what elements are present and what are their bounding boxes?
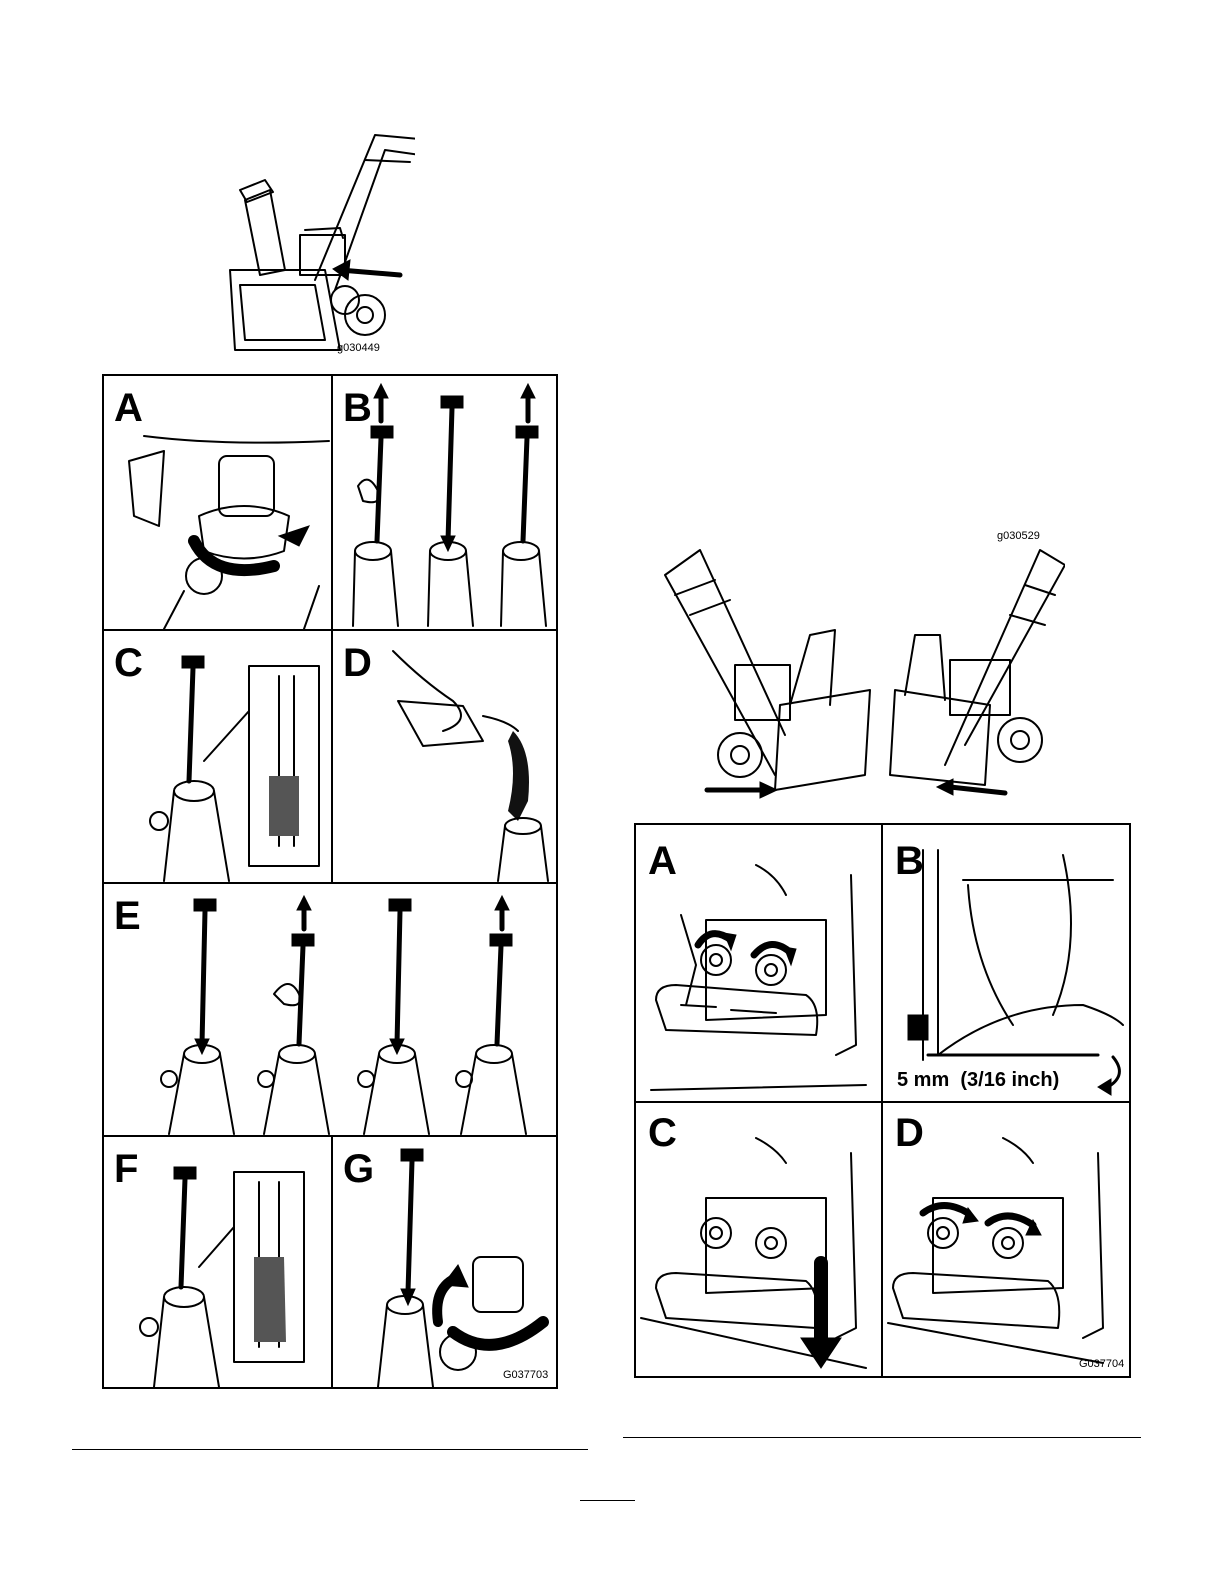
shoe-panel-d: D G037704 xyxy=(883,1103,1129,1376)
oil-check-figure: A B xyxy=(102,374,558,1389)
panel-g: G G037703 xyxy=(333,1137,556,1387)
snowblower-icon xyxy=(215,120,415,365)
panel-d: D xyxy=(333,631,556,882)
panel-a: A xyxy=(104,376,331,629)
clearance-measurement: 5 mm (3/16 inch) xyxy=(897,1069,1059,1092)
panel-e: E xyxy=(104,884,556,1135)
footer-rule-left xyxy=(72,1449,588,1450)
skid-shoe-figure: A B 5 mm (3/16 inch) C xyxy=(634,823,1131,1378)
figure-code: G037703 xyxy=(503,1369,548,1381)
shoe-panel-c: C xyxy=(636,1103,881,1376)
panel-b: B xyxy=(333,376,556,629)
panel-c: C xyxy=(104,631,331,882)
snowblower-pair-icon xyxy=(645,525,1065,810)
panel-f: F xyxy=(104,1137,331,1387)
figure-code: g030449 xyxy=(337,342,380,354)
footer-rule-right xyxy=(623,1437,1141,1438)
page-number-rule xyxy=(580,1500,635,1501)
shoe-panel-b: B 5 mm (3/16 inch) xyxy=(883,825,1129,1101)
snowblower-figure-top: g030449 xyxy=(215,120,415,365)
shoe-panel-a: A xyxy=(636,825,881,1101)
figure-code: G037704 xyxy=(1079,1358,1124,1370)
skid-location-figure: g030529 xyxy=(645,525,1065,810)
